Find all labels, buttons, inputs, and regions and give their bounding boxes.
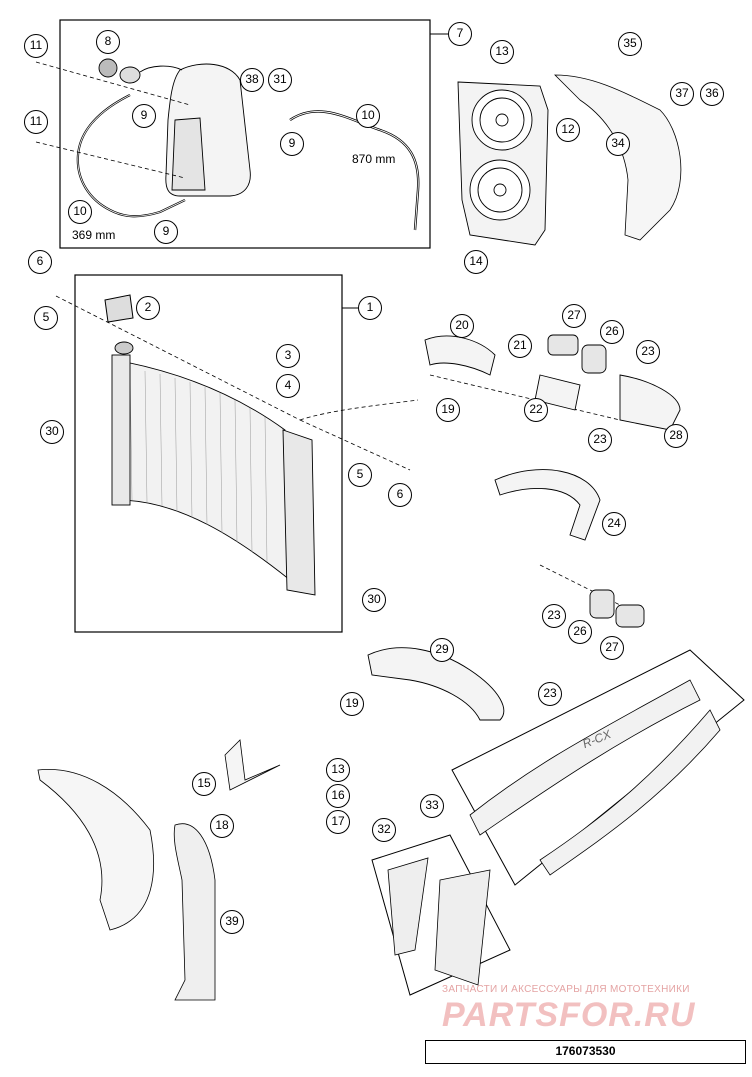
callout-c16: 16 — [326, 784, 350, 808]
document-number: 176073530 — [425, 1040, 746, 1064]
callout-c38: 38 — [240, 68, 264, 92]
callout-c39: 39 — [220, 910, 244, 934]
callout-c10a: 10 — [356, 104, 380, 128]
callout-c23d: 23 — [538, 682, 562, 706]
expansion-tank — [98, 58, 251, 197]
callout-c35: 35 — [618, 32, 642, 56]
callout-c6a: 6 — [28, 250, 52, 274]
dimension-label-short: 369 mm — [72, 228, 116, 242]
callout-c13b: 13 — [326, 758, 350, 782]
radiator — [111, 341, 316, 596]
callout-c17: 17 — [326, 810, 350, 834]
callout-c11b: 11 — [24, 110, 48, 134]
callout-c13a: 13 — [490, 40, 514, 64]
callout-c10b: 10 — [68, 200, 92, 224]
callout-c22: 22 — [524, 398, 548, 422]
callout-c3: 3 — [276, 344, 300, 368]
callout-c2: 2 — [136, 296, 160, 320]
callout-c9b: 9 — [280, 132, 304, 156]
callout-c4: 4 — [276, 374, 300, 398]
callout-c14: 14 — [464, 250, 488, 274]
callout-c5b: 5 — [348, 463, 372, 487]
radiator-cap — [104, 294, 134, 323]
radiator-group-box — [74, 274, 343, 633]
mounting-bracket — [224, 739, 281, 791]
callout-c31: 31 — [268, 68, 292, 92]
radiator-cover-upper — [554, 74, 682, 241]
callout-c27a: 27 — [562, 304, 586, 328]
callout-c21: 21 — [508, 334, 532, 358]
callout-c26a: 26 — [600, 320, 624, 344]
watermark-brand: PARTSFOR.RU — [442, 996, 696, 1034]
callout-c23b: 23 — [588, 428, 612, 452]
watermark-tagline: ЗАПЧАСТИ И АКСЕССУАРЫ ДЛЯ МОТОТЕХНИКИ — [442, 984, 690, 995]
callout-c5a: 5 — [34, 306, 58, 330]
coolant-hoses — [367, 335, 681, 721]
callout-c12: 12 — [556, 118, 580, 142]
callout-c33: 33 — [420, 794, 444, 818]
callout-c32: 32 — [372, 818, 396, 842]
callout-c30a: 30 — [40, 420, 64, 444]
callout-c28: 28 — [664, 424, 688, 448]
callout-c19a: 19 — [436, 398, 460, 422]
radiator-cover-lower — [37, 768, 154, 931]
callout-c7: 7 — [448, 22, 472, 46]
callout-c36: 36 — [700, 82, 724, 106]
callout-c30b: 30 — [362, 588, 386, 612]
callout-c29: 29 — [430, 638, 454, 662]
callout-c37: 37 — [670, 82, 694, 106]
callout-c8: 8 — [96, 30, 120, 54]
callout-c23a: 23 — [636, 340, 660, 364]
callout-c9a: 9 — [132, 104, 156, 128]
callout-c24: 24 — [602, 512, 626, 536]
radiator-spoiler — [173, 823, 216, 1001]
dimension-label-long: 870 mm — [352, 152, 396, 166]
expansion-tank-group-box — [59, 19, 431, 249]
thermostat-assemblies — [547, 334, 645, 628]
callout-c27b: 27 — [600, 636, 624, 660]
callout-c11a: 11 — [24, 34, 48, 58]
fan-shroud — [457, 81, 549, 246]
callout-c20: 20 — [450, 314, 474, 338]
callout-c1: 1 — [358, 296, 382, 320]
callout-c19b: 19 — [340, 692, 364, 716]
callout-c26b: 26 — [568, 620, 592, 644]
callout-c23c: 23 — [542, 604, 566, 628]
air-duct-set-box — [451, 649, 745, 886]
overflow-hose-long — [289, 110, 420, 231]
callout-c6b: 6 — [388, 483, 412, 507]
callout-c18: 18 — [210, 814, 234, 838]
callout-c15: 15 — [192, 772, 216, 796]
callout-c34: 34 — [606, 132, 630, 156]
callout-c9c: 9 — [154, 220, 178, 244]
